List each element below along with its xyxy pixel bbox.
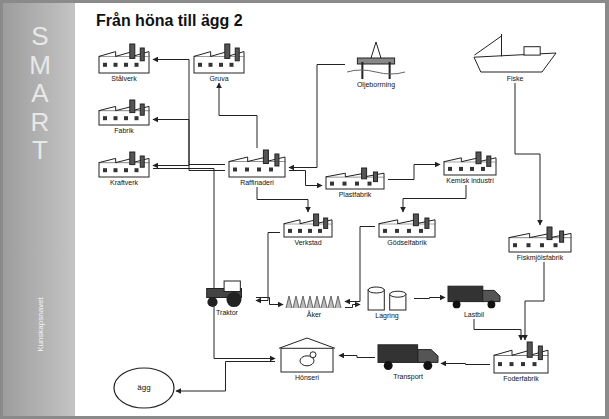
flow-arrow xyxy=(153,165,225,166)
process-icon: Raffinaderi xyxy=(225,148,289,187)
process-icon: Fiske xyxy=(470,32,560,83)
flow-arrow xyxy=(388,165,440,180)
node-label: Fiske xyxy=(506,75,525,83)
factory-icon xyxy=(322,166,388,190)
process-icon: Plastfabrik xyxy=(322,166,388,199)
flow-arrow xyxy=(256,233,280,301)
tractor-icon xyxy=(198,278,256,308)
process-icon: Verkstad xyxy=(280,212,336,247)
process-icon: Fabrik xyxy=(95,98,153,135)
factory-icon xyxy=(225,148,289,178)
process-icon: Hönseri xyxy=(275,335,339,382)
node-label: Raffinaderi xyxy=(239,179,275,187)
process-icon: Lagring xyxy=(360,283,414,320)
process-icon: Lastbil xyxy=(445,282,503,319)
node-label: Hönseri xyxy=(294,374,320,382)
node-label: Verkstad xyxy=(293,239,322,247)
factory-icon xyxy=(375,212,439,238)
process-icon: Oljeborrning xyxy=(345,40,407,89)
platform-icon xyxy=(345,40,407,80)
node-label: Fiskmjölsfabrik xyxy=(516,254,564,262)
node-label: ägg xyxy=(136,384,151,392)
factory-icon xyxy=(280,212,336,238)
flow-arrow xyxy=(219,83,257,148)
flow-arrow xyxy=(289,171,322,186)
flow-arrow xyxy=(339,356,375,358)
node-label: Oljeborrning xyxy=(356,81,396,89)
flow-arrow xyxy=(153,169,275,359)
brand-text: SMART xyxy=(27,22,53,165)
boat-icon xyxy=(470,32,560,74)
node-label: Kraftverk xyxy=(109,179,139,187)
flow-arrow xyxy=(176,362,275,392)
truck-icon xyxy=(445,282,503,310)
flow-arrow xyxy=(289,65,345,168)
node-label: Stålverk xyxy=(110,75,137,83)
diagram-title: Från höna till ägg 2 xyxy=(96,12,243,30)
process-icon: Transport xyxy=(375,340,441,381)
flow-arrow xyxy=(403,185,466,212)
node-label: Plastfabrik xyxy=(338,191,373,199)
process-icon: Gödselfabrik xyxy=(375,212,439,247)
factory-icon xyxy=(490,340,552,374)
node-label: Fabrik xyxy=(113,127,134,135)
node-label: Traktor xyxy=(215,309,239,317)
node-label: Transport xyxy=(392,373,424,381)
flow-arrow xyxy=(414,298,445,299)
process-icon: Fiskmjölsfabrik xyxy=(505,225,575,262)
node-label: Kemisk industri xyxy=(445,177,494,185)
process-icon: Stålverk xyxy=(95,42,153,83)
flow-arrow xyxy=(345,305,360,308)
flow-arrow xyxy=(525,262,544,340)
process-icon: Gruva xyxy=(190,42,248,83)
process-icon: Traktor xyxy=(198,278,256,317)
flow-arrow xyxy=(441,364,490,365)
field-icon xyxy=(283,290,345,310)
henhouse-icon xyxy=(275,335,339,373)
factory-icon xyxy=(505,225,575,253)
factory-icon xyxy=(190,42,248,74)
factory-icon xyxy=(440,150,500,176)
node-label: Lagring xyxy=(374,312,399,320)
factory-icon xyxy=(95,42,153,74)
node-label: Gödselfabrik xyxy=(386,239,427,247)
node-label: Gruva xyxy=(208,75,229,83)
process-icon: Foderfabrik xyxy=(490,340,552,383)
truck-icon xyxy=(375,340,441,372)
flow-arrow xyxy=(474,319,521,340)
flow-arrow xyxy=(515,83,540,225)
process-icon: Kemisk industri xyxy=(440,150,500,185)
silo-icon xyxy=(360,283,414,311)
publisher-logo: Kunskapsnavet xyxy=(36,275,45,375)
flow-arrow xyxy=(257,187,308,212)
node-label: Åker xyxy=(306,311,322,319)
factory-icon xyxy=(95,150,153,178)
process-icon: Kraftverk xyxy=(95,150,153,187)
flow-arrow xyxy=(153,120,225,171)
process-icon: Åker xyxy=(283,290,345,319)
factory-icon xyxy=(95,98,153,126)
node-label: Lastbil xyxy=(463,311,485,319)
node-label: Foderfabrik xyxy=(502,375,539,383)
egg-shape: ägg xyxy=(112,366,176,410)
flow-arrow xyxy=(256,298,283,305)
